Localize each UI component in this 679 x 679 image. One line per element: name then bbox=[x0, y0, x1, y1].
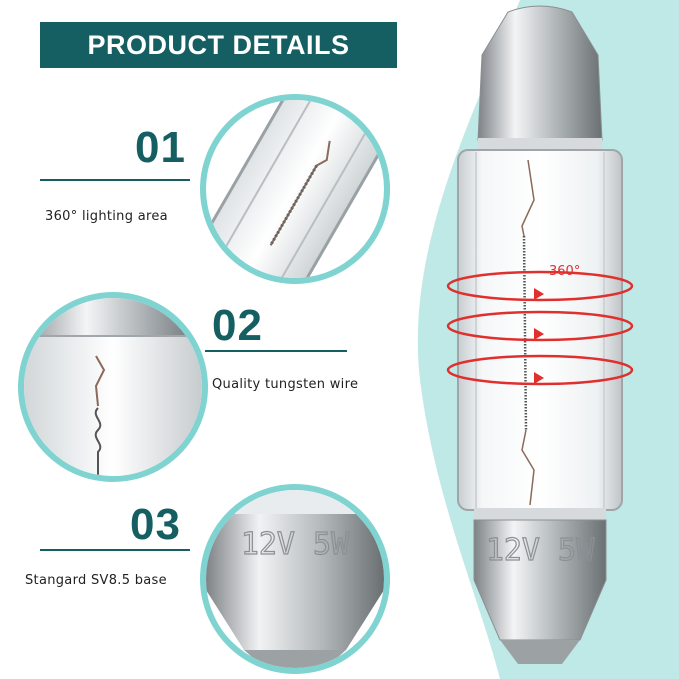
cap-marking-text: 12V 5W bbox=[486, 533, 595, 568]
feature-number-02: 02 bbox=[212, 301, 263, 350]
arrow-heads bbox=[534, 288, 544, 384]
feature-divider-02 bbox=[205, 350, 347, 352]
feature-divider-01 bbox=[40, 179, 190, 181]
glass-detail-image bbox=[206, 100, 384, 278]
base-marking-text: 12V 5W bbox=[241, 527, 350, 562]
tungsten-detail-image bbox=[24, 298, 202, 476]
feature-caption-03: Stangard SV8.5 base bbox=[25, 573, 167, 588]
detail-circle-glass bbox=[200, 94, 390, 284]
title-banner: PRODUCT DETAILS bbox=[40, 22, 397, 68]
detail-circle-tungsten bbox=[18, 292, 208, 482]
feature-number-03: 03 bbox=[130, 500, 181, 549]
feature-number-01: 01 bbox=[135, 123, 186, 172]
base-detail-image: 12V 5W bbox=[206, 490, 384, 668]
detail-circle-base: 12V 5W bbox=[200, 484, 390, 674]
rotation-arrows bbox=[446, 270, 634, 386]
feature-caption-02: Quality tungsten wire bbox=[212, 377, 359, 392]
feature-caption-01: 360° lighting area bbox=[45, 209, 168, 224]
rotation-label: 360° bbox=[549, 264, 581, 279]
feature-divider-03 bbox=[40, 549, 190, 551]
page-title: PRODUCT DETAILS bbox=[87, 29, 350, 60]
festoon-bulb-image: 12V 5W bbox=[446, 5, 634, 664]
